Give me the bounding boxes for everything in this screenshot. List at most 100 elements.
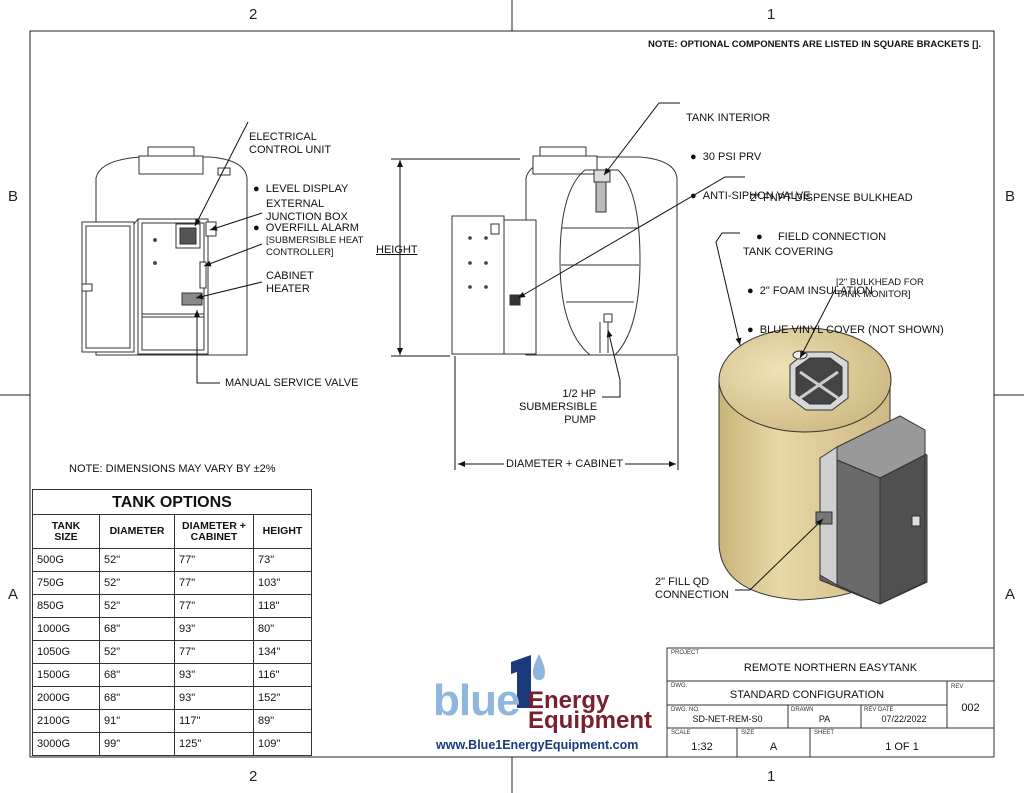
electrical-control-unit-title: ELECTRICAL CONTROL UNIT <box>249 131 332 156</box>
cell-size: 850G <box>32 594 100 618</box>
cell-diameter: 52" <box>99 571 175 595</box>
cell-diameter: 68" <box>99 663 175 687</box>
height-dimension-label: HEIGHT <box>376 244 418 256</box>
rev-value: 002 <box>961 702 980 714</box>
tank-covering-item-1: ● 2" FOAM INSULATION <box>747 285 873 297</box>
dwg-value: STANDARD CONFIGURATION <box>729 689 885 701</box>
side-view-tank <box>451 146 678 356</box>
dispense-bulkhead-item-1: ● FIELD CONNECTION <box>756 231 887 243</box>
ecu-item-2: ● OVERFILL ALARM <box>253 222 359 234</box>
tank-interior-item-2: ● ANTI-SIPHON VALVE <box>690 190 811 202</box>
rev-label: REV <box>951 684 964 690</box>
cell-size: 2100G <box>32 709 100 733</box>
dwg-label: DWG. <box>671 683 688 689</box>
dispense-bulkhead-callout: 2" FNPT DISPENSE BULKHEAD ● FIELD CONNEC… <box>750 166 913 257</box>
project-value: REMOTE NORTHERN EASYTANK <box>743 662 918 674</box>
cell-height: 73" <box>253 548 312 572</box>
cell-diameter-cabinet: 93" <box>174 617 254 641</box>
cell-height: 89" <box>253 709 312 733</box>
cell-diameter: 91" <box>99 709 175 733</box>
cell-height: 80" <box>253 617 312 641</box>
tank-interior-item-1: ● 30 PSI PRV <box>690 151 762 163</box>
cell-diameter: 52" <box>99 640 175 664</box>
logo-website-link[interactable]: www.Blue1EnergyEquipment.com <box>436 738 639 752</box>
drawn-value: PA <box>818 714 831 724</box>
cell-diameter-cabinet: 77" <box>174 548 254 572</box>
ecu-item-1: ● LEVEL DISPLAY <box>253 183 349 195</box>
tank-options-table: TANK OPTIONS TANK SIZE DIAMETER DIAMETER… <box>32 489 312 756</box>
cell-height: 116" <box>253 663 312 687</box>
zone-marker-a-left: A <box>8 586 19 603</box>
cell-size: 1500G <box>32 663 100 687</box>
size-label: SIZE <box>741 730 755 736</box>
cell-size: 1050G <box>32 640 100 664</box>
rev-date-label: REV DATE <box>864 707 894 713</box>
tank-options-title: TANK OPTIONS <box>32 489 312 515</box>
size-value: A <box>769 741 778 753</box>
isometric-tank-render <box>718 327 928 605</box>
zone-marker-a-right: A <box>1005 586 1016 603</box>
cell-height: 134" <box>253 640 312 664</box>
company-logo: blue Energy Equipment www.Blue1EnergyEqu… <box>433 652 663 752</box>
tank-interior-title: TANK INTERIOR <box>686 112 771 124</box>
scale-value: 1:32 <box>691 741 713 753</box>
cell-diameter-cabinet: 125" <box>174 732 254 756</box>
cell-diameter-cabinet: 77" <box>174 640 254 664</box>
tank-covering-item-2: ● BLUE VINYL COVER (NOT SHOWN) <box>747 324 944 336</box>
dispense-bulkhead-title: 2" FNPT DISPENSE BULKHEAD <box>750 192 913 204</box>
cell-diameter: 52" <box>99 548 175 572</box>
logo-one-drop-icon <box>511 654 545 708</box>
zone-marker-1-top: 1 <box>767 6 776 23</box>
tank-covering-callout: TANK COVERING ● 2" FOAM INSULATION ● BLU… <box>743 220 944 350</box>
cell-size: 2000G <box>32 686 100 710</box>
diameter-cabinet-dimension-label: DIAMETER + CABINET <box>504 458 626 471</box>
logo-blue-text: blue <box>433 676 520 725</box>
rev-date-value: 07/22/2022 <box>881 714 927 724</box>
cell-diameter-cabinet: 93" <box>174 686 254 710</box>
submersible-heat-controller-callout: [SUBMERSIBLE HEAT CONTROLLER] <box>266 235 364 258</box>
front-view-tank <box>81 146 248 356</box>
cell-size: 1000G <box>32 617 100 641</box>
sheet-value: 1 OF 1 <box>885 741 919 753</box>
drawn-label: DRAWN <box>791 707 814 713</box>
dwg-no-value: SD-NET-REM-S0 <box>692 714 763 724</box>
zone-marker-b-right: B <box>1005 188 1016 205</box>
cell-diameter-cabinet: 77" <box>174 594 254 618</box>
scale-label: SCALE <box>671 730 691 736</box>
cell-diameter-cabinet: 117" <box>174 709 254 733</box>
header-tank-size: TANK SIZE <box>32 514 100 549</box>
cell-height: 103" <box>253 571 312 595</box>
zone-marker-2-bottom: 2 <box>249 768 258 785</box>
header-diameter-cabinet: DIAMETER + CABINET <box>174 514 254 549</box>
cell-size: 750G <box>32 571 100 595</box>
tank-covering-title: TANK COVERING <box>743 246 834 258</box>
cell-diameter: 68" <box>99 686 175 710</box>
cell-height: 109" <box>253 732 312 756</box>
zone-marker-2-top: 2 <box>249 6 258 23</box>
project-label: PROJECT <box>671 650 700 656</box>
dwg-no-label: DWG. NO. <box>671 707 700 713</box>
cell-diameter: 68" <box>99 617 175 641</box>
cabinet-heater-callout: CABINET HEATER <box>266 270 314 295</box>
title-block-grid <box>666 647 995 758</box>
fill-qd-connection-callout: 2" FILL QD CONNECTION <box>655 576 729 601</box>
external-junction-box-callout: EXTERNAL JUNCTION BOX <box>266 198 348 223</box>
cell-diameter-cabinet: 77" <box>174 571 254 595</box>
logo-equipment-text: Equipment <box>528 707 652 734</box>
zone-marker-b-left: B <box>8 188 19 205</box>
tank-interior-callout: TANK INTERIOR ● 30 PSI PRV ● ANTI-SIPHON… <box>686 86 811 216</box>
zone-marker-1-bottom: 1 <box>767 768 776 785</box>
electrical-control-unit-callout: ELECTRICAL CONTROL UNIT ● LEVEL DISPLAY … <box>249 105 359 248</box>
header-height: HEIGHT <box>253 514 312 549</box>
cell-height: 118" <box>253 594 312 618</box>
logo-energy-text: Energy <box>528 687 610 714</box>
